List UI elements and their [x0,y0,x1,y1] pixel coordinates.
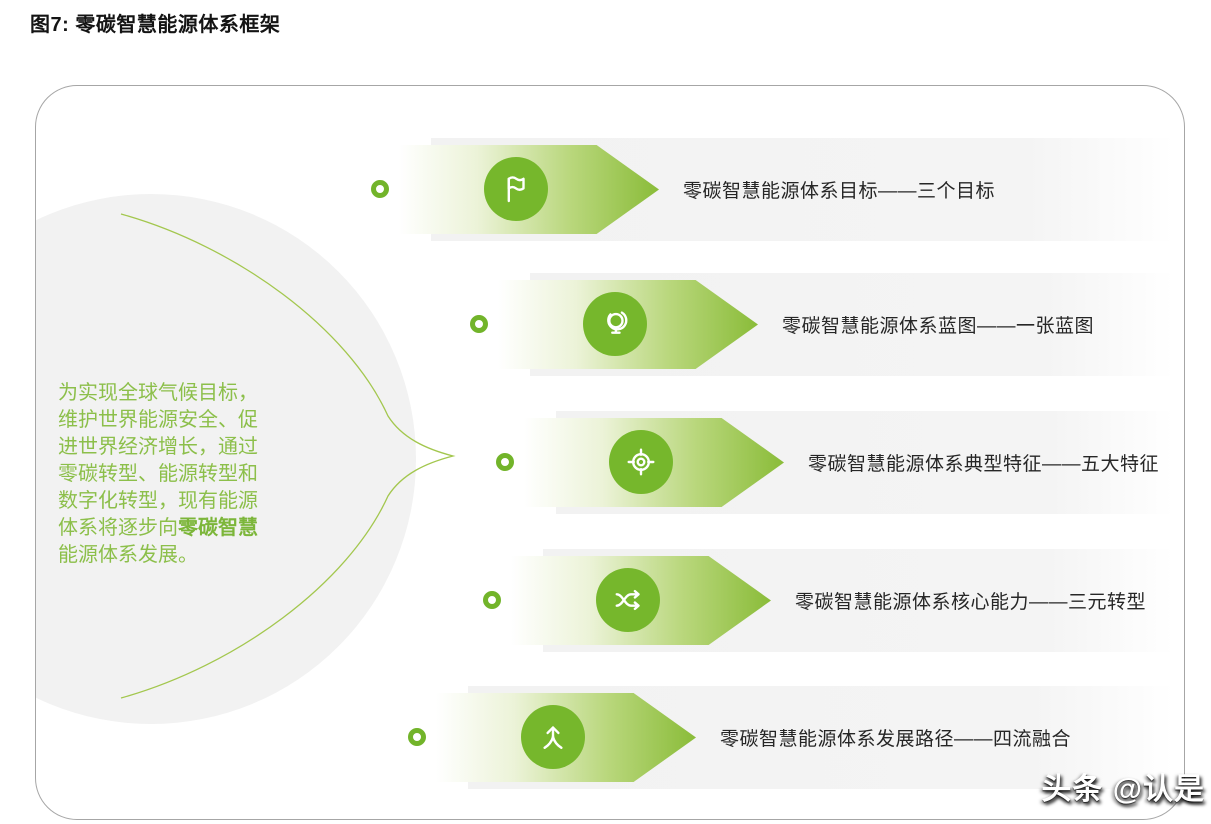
framework-row-path: 零碳智慧能源体系发展路径——四流融合 [36,686,1184,789]
row-label: 零碳智慧能源体系发展路径——四流融合 [720,729,1072,750]
diagram-frame: 为实现全球气候目标，维护世界能源安全、促进世界经济增长，通过零碳转型、能源转型和… [35,85,1185,820]
framework-row-characteristics: 零碳智慧能源体系典型特征——五大特征 [36,411,1184,514]
row-label: 零碳智慧能源体系蓝图——一张蓝图 [782,316,1095,337]
bullet-ring [496,453,514,471]
framework-row-blueprint: 零碳智慧能源体系蓝图——一张蓝图 [36,273,1184,376]
globe-icon [583,292,647,356]
figure-title: 图7: 零碳智慧能源体系框架 [30,14,281,36]
row-label: 零碳智慧能源体系典型特征——五大特征 [808,454,1160,475]
intro-text: 为实现全球气候目标，维护世界能源安全、促进世界经济增长，通过零碳转型、能源转型和… [58,380,272,569]
intro-text-after: 能源体系发展。 [58,544,198,566]
shuffle-icon [596,568,660,632]
framework-row-capabilities: 零碳智慧能源体系核心能力——三元转型 [36,549,1184,652]
bullet-ring [408,728,426,746]
framework-row-goals: 零碳智慧能源体系目标——三个目标 [36,138,1184,241]
watermark: 头条 @认是 [1041,773,1205,806]
bullet-ring [371,180,389,198]
flag-icon [484,157,548,221]
bullet-ring [470,315,488,333]
bullet-ring [483,591,501,609]
intro-text-before: 为实现全球气候目标，维护世界能源安全、促进世界经济增长，通过零碳转型、能源转型和… [58,382,258,539]
row-label: 零碳智慧能源体系目标——三个目标 [683,181,996,202]
merge-up-icon [521,705,585,769]
row-label: 零碳智慧能源体系核心能力——三元转型 [795,592,1147,613]
intro-text-bold: 零碳智慧 [178,517,258,539]
target-icon [609,430,673,494]
